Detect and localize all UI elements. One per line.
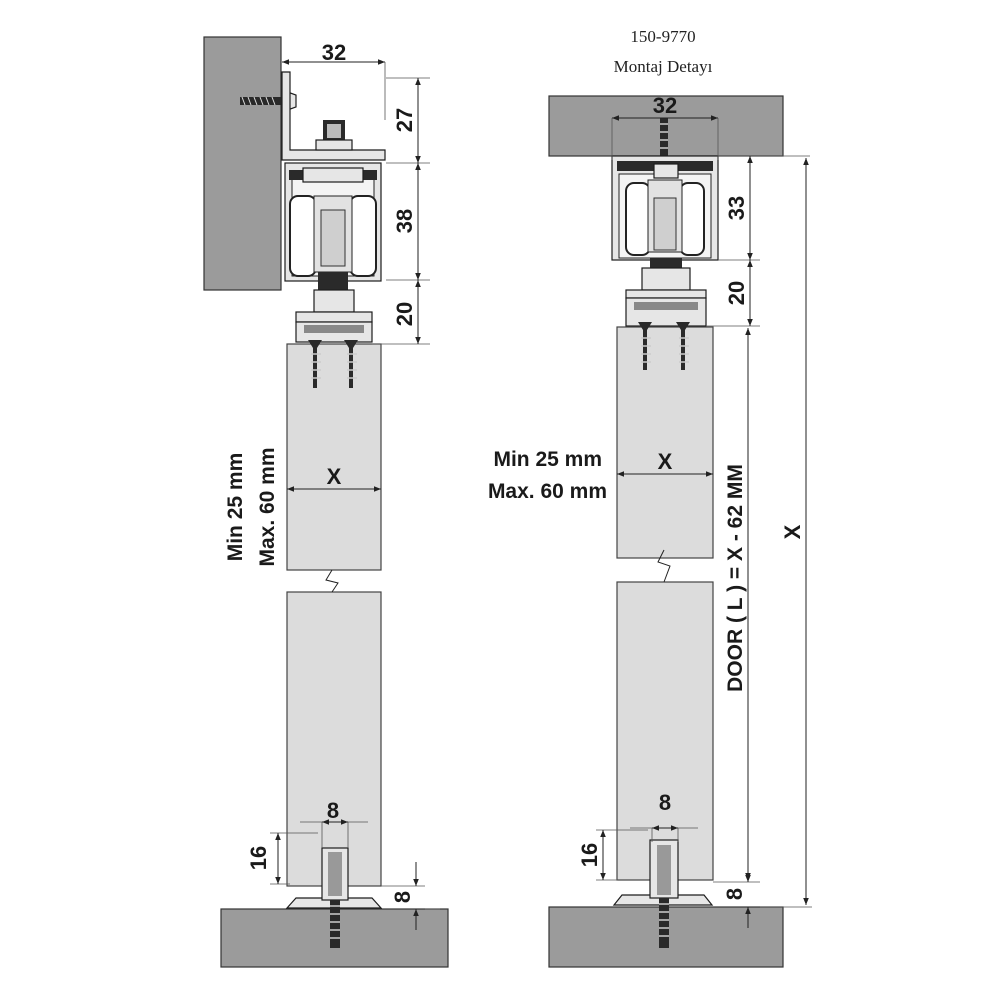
door-screw-icon-right [638,322,690,370]
dim-right-floor-gap: 8 [722,888,747,900]
door-thickness-max-right: Max. 60 mm [488,480,607,503]
dim-left-guide-width: 8 [327,798,339,823]
dim-left-guide-depth: 16 [246,846,271,870]
door-thickness-max-left: Max. 60 mm [256,447,279,566]
hanger-plate-right [625,258,707,327]
dim-left-hanger-height: 20 [392,302,417,326]
door-screw-icon [308,340,358,388]
hanger-plate [295,289,373,343]
track-profile-right [611,155,719,261]
door-height-formula: DOOR ( L ) = X - 62 MM [724,464,747,692]
door-panel-lower-right [616,581,714,881]
dim-right-guide-depth: 16 [577,843,602,867]
dim-left-track-height: 38 [392,209,417,233]
dim-right-guide-width: 8 [659,790,671,815]
door-thickness-min-right: Min 25 mm [493,448,602,471]
floor-guide-icon [285,847,383,948]
product-code: 150-9770 [630,27,695,46]
total-height-symbol: X [780,524,805,539]
door-thickness-symbol-left: X [327,464,342,489]
door-thickness-symbol-right: X [658,449,673,474]
door-panel-upper-right [616,326,714,559]
diagram-subtitle: Montaj Detayı [614,57,713,76]
dim-left-width-top: 32 [322,40,346,65]
dim-right-track-height: 33 [724,196,749,220]
bracket-bolt-icon [315,120,353,151]
mounting-bracket [281,71,386,161]
floor-guide-icon-right [612,839,714,948]
door-panel-lower [286,591,382,887]
door-panel-upper [286,343,382,571]
dim-left-bracket-height: 27 [392,108,417,132]
door-thickness-min-left: Min 25 mm [224,453,247,562]
wall-block [203,36,282,291]
dim-right-width-top: 32 [653,93,677,118]
right-view: 32 33 20 DOOR ( L ) = X - 62 MM X X Min … [488,93,812,968]
ceiling-screw-icon [660,118,668,158]
dim-right-hanger-height: 20 [724,281,749,305]
break-line [325,569,339,593]
roller-carriage [289,195,377,290]
dim-left-floor-gap: 8 [390,891,415,903]
left-view: 32 27 38 20 X Min 25 mm Max. 60 mm 8 16 … [203,36,449,968]
break-line-right [657,549,671,583]
